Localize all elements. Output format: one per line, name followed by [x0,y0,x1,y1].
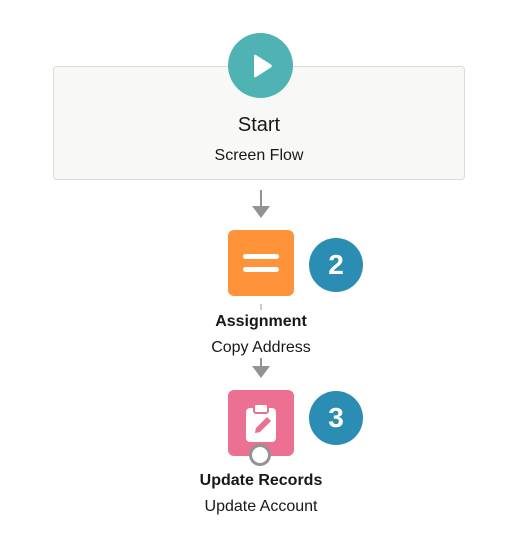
clipboard-edit-icon [246,403,276,442]
assignment-title: Assignment [215,313,307,330]
play-icon [253,54,272,77]
update-records-subtitle: Update Account [204,498,318,515]
start-title: Start [237,114,281,136]
connector-arrow[interactable] [250,190,272,222]
connector-arrow[interactable] [250,298,272,382]
assignment-subtitle: Copy Address [211,339,311,356]
assignment-node-icon[interactable] [228,230,294,296]
step-badge: 3 [309,391,363,445]
start-subtitle: Screen Flow [214,147,304,164]
start-node-icon[interactable] [228,33,293,98]
connector-end-circle[interactable] [249,444,271,466]
equals-icon [243,254,279,272]
update-records-title: Update Records [199,472,323,489]
step-badge: 2 [309,238,363,292]
